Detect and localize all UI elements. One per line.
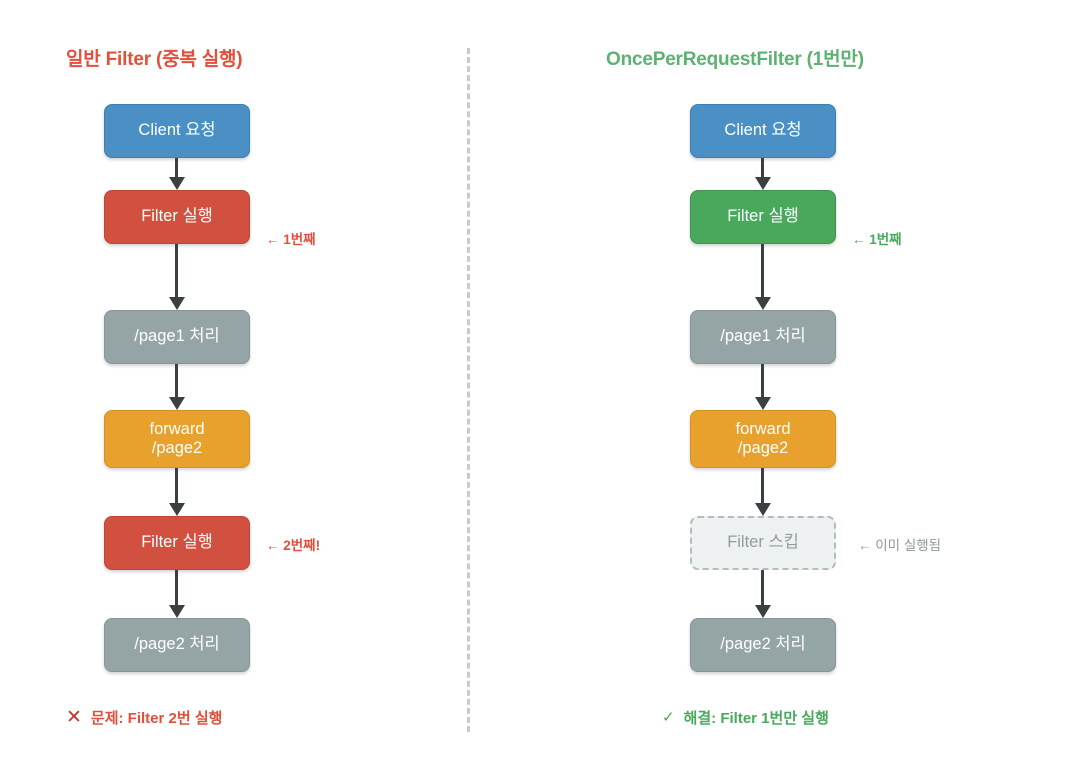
arrow-shaft [175, 158, 178, 178]
node-forward-page2-right[interactable]: forward /page2 [690, 410, 836, 468]
right-flow-column: Client 요청 Filter 실행 ← 1번째 /page1 처리 forw… [586, 0, 946, 776]
arrow-shaft [761, 570, 764, 606]
arrow-head [755, 503, 771, 516]
arrow-skip-to-page2-right [755, 570, 771, 618]
arrow-shaft [175, 570, 178, 606]
node-page2-handle-left[interactable]: /page2 처리 [104, 618, 250, 672]
arrow-client-to-filter-right [755, 158, 771, 190]
arrow-filter-to-page1-right [755, 244, 771, 310]
arrow-shaft [175, 364, 178, 398]
arrow-head [169, 605, 185, 618]
node-page1-handle-left[interactable]: /page1 처리 [104, 310, 250, 364]
annotation-second-run-left: ← 2번째! [266, 538, 321, 553]
arrow-forward-to-skip-right [755, 468, 771, 516]
node-filter-run-1-right[interactable]: Filter 실행 [690, 190, 836, 244]
arrow-client-to-filter-left [169, 158, 185, 190]
annotation-first-run-left: ← 1번째 [266, 232, 316, 247]
right-column-caption: ✓ 해결: Filter 1번만 실행 [662, 707, 829, 728]
arrow-head [755, 177, 771, 190]
arrow-shaft [175, 244, 178, 298]
arrow-head [755, 297, 771, 310]
arrow-head [169, 297, 185, 310]
arrow-shaft [761, 364, 764, 398]
annotation-already-executed-right: ← 이미 실행됨 [858, 538, 942, 553]
node-filter-run-1-left[interactable]: Filter 실행 [104, 190, 250, 244]
arrow-filter2-to-page2-left [169, 570, 185, 618]
node-filter-run-2-left[interactable]: Filter 실행 [104, 516, 250, 570]
arrow-shaft [761, 244, 764, 298]
arrow-page1-to-forward-right [755, 364, 771, 410]
arrow-head [169, 177, 185, 190]
arrow-shaft [175, 468, 178, 504]
arrow-shaft [761, 468, 764, 504]
node-client-request-right[interactable]: Client 요청 [690, 104, 836, 158]
left-caption-text: 문제: Filter 2번 실행 [90, 710, 223, 727]
node-page1-handle-right[interactable]: /page1 처리 [690, 310, 836, 364]
cross-mark-icon: ✕ [66, 707, 82, 728]
node-filter-skipped-right[interactable]: Filter 스킵 [690, 516, 836, 570]
node-client-request-left[interactable]: Client 요청 [104, 104, 250, 158]
arrow-shaft [761, 158, 764, 178]
right-column-title: OncePerRequestFilter (1번만) [606, 49, 864, 70]
left-flow-column: Client 요청 Filter 실행 ← 1번째 /page1 처리 forw… [0, 0, 360, 776]
arrow-head [755, 605, 771, 618]
right-caption-text: 해결: Filter 1번만 실행 [683, 710, 829, 727]
arrow-forward-to-filter2-left [169, 468, 185, 516]
annotation-first-run-right: ← 1번째 [852, 232, 902, 247]
left-column-title: 일반 Filter (중복 실행) [66, 49, 243, 70]
arrow-head [169, 503, 185, 516]
node-page2-handle-right[interactable]: /page2 처리 [690, 618, 836, 672]
check-mark-icon: ✓ [662, 709, 675, 726]
arrow-head [169, 397, 185, 410]
arrow-filter-to-page1-left [169, 244, 185, 310]
arrow-page1-to-forward-left [169, 364, 185, 410]
node-forward-page2-left[interactable]: forward /page2 [104, 410, 250, 468]
arrow-head [755, 397, 771, 410]
left-column-caption: ✕ 문제: Filter 2번 실행 [66, 707, 222, 728]
column-divider [467, 48, 470, 732]
